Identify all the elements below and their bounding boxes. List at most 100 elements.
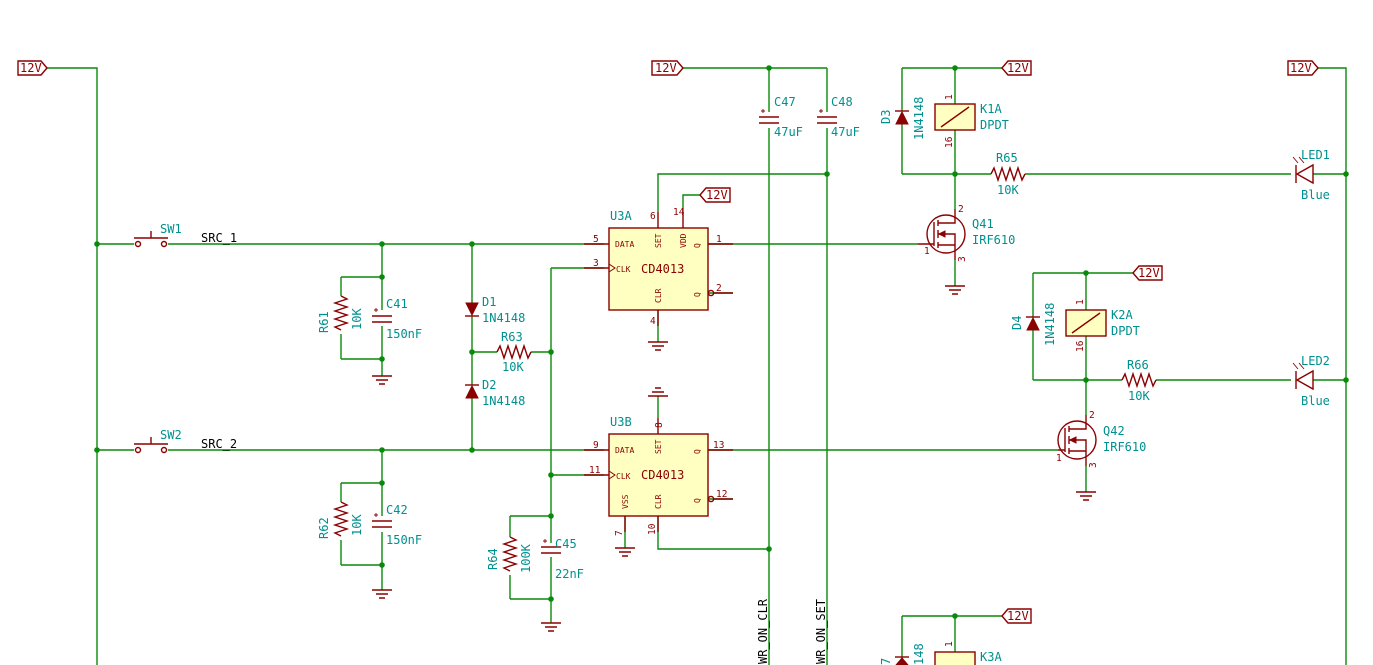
svg-text:K1A: K1A	[980, 102, 1002, 116]
svg-text:Q41: Q41	[972, 217, 994, 231]
ground-symbol	[615, 547, 635, 557]
svg-text:150nF: 150nF	[386, 327, 422, 341]
svg-text:3: 3	[593, 258, 599, 269]
svg-text:9: 9	[593, 440, 599, 451]
svg-text:1: 1	[1056, 453, 1062, 464]
svg-text:1: 1	[944, 641, 955, 647]
net-label-src2: SRC_2	[201, 437, 237, 451]
power-flag-12v: 12V	[651, 60, 684, 76]
svg-text:1N4148: 1N4148	[482, 311, 525, 325]
resistor-r63: R63 10K	[496, 330, 532, 374]
svg-text:DPDT: DPDT	[980, 118, 1009, 132]
power-flag-12v: 12V	[699, 187, 731, 203]
svg-text:47uF: 47uF	[774, 125, 803, 139]
ground-symbol	[372, 589, 392, 599]
svg-text:SET: SET	[654, 439, 663, 454]
diode-d2: D2 1N4148	[465, 378, 525, 408]
svg-text:10K: 10K	[350, 514, 364, 536]
svg-text:11: 11	[589, 465, 601, 476]
svg-text:3: 3	[1088, 462, 1099, 468]
svg-text:Blue: Blue	[1301, 394, 1330, 408]
svg-text:10K: 10K	[997, 183, 1019, 197]
svg-text:2: 2	[958, 204, 964, 215]
svg-text:U3A: U3A	[610, 209, 632, 223]
svg-text:DATA: DATA	[615, 240, 634, 249]
svg-text:3: 3	[957, 256, 968, 262]
mosfet-q42: 1 2 3 Q42 IRF610	[1056, 410, 1146, 468]
svg-text:5: 5	[593, 234, 599, 245]
svg-text:Q: Q	[693, 498, 702, 503]
power-flag-12v: 12V	[1287, 60, 1319, 76]
svg-text:Q: Q	[693, 292, 702, 297]
resistor-r61: R61 10K	[317, 295, 364, 333]
svg-text:16: 16	[944, 136, 955, 148]
ic-u3a: U3A CD4013 DATA CLK SET VDD CLR Q Q 5 3 …	[584, 207, 733, 327]
ground-symbol	[648, 341, 668, 351]
svg-text:SW1: SW1	[160, 222, 182, 236]
svg-text:R62: R62	[317, 517, 331, 539]
wires	[47, 67, 1347, 665]
svg-text:VSS: VSS	[621, 494, 630, 509]
resistor-r64: R64 100K	[486, 536, 533, 573]
svg-text:K2A: K2A	[1111, 308, 1133, 322]
svg-text:CD4013: CD4013	[641, 468, 684, 482]
power-flag-12v: 12V	[17, 60, 48, 76]
svg-text:1: 1	[716, 234, 722, 245]
capacitor-c41: C41 150nF	[372, 297, 422, 341]
svg-text:Blue: Blue	[1301, 188, 1330, 202]
svg-text:D4: D4	[1010, 316, 1024, 330]
svg-text:LED2: LED2	[1301, 354, 1330, 368]
capacitor-c47: C47 47uF	[759, 95, 803, 139]
svg-text:K3A: K3A	[980, 650, 1002, 664]
svg-text:12V: 12V	[655, 61, 677, 75]
svg-text:12V: 12V	[1007, 609, 1029, 623]
svg-text:2: 2	[1089, 410, 1095, 421]
net-label-wr-on-set: WR_ON_SET	[814, 599, 828, 664]
svg-text:CLR: CLR	[654, 288, 663, 303]
svg-text:DATA: DATA	[615, 446, 634, 455]
power-flag-12v: 12V	[1001, 60, 1032, 76]
svg-text:10K: 10K	[1128, 389, 1150, 403]
svg-text:Q: Q	[693, 243, 702, 248]
resistor-r66: R66 10K	[1121, 358, 1157, 403]
svg-text:1N4148: 1N4148	[1043, 303, 1057, 346]
diode-d3: D3 1N4148	[879, 97, 926, 140]
capacitor-c48: C48 47uF	[817, 95, 860, 139]
relay-k1a: 1 16 K1A DPDT	[934, 94, 1009, 148]
svg-text:16: 16	[1075, 340, 1086, 352]
net-label-wr-on-clr: WR_ON_CLR	[756, 598, 770, 664]
svg-text:22nF: 22nF	[555, 567, 584, 581]
power-flag-12v: 12V	[1132, 265, 1163, 281]
svg-text:D2: D2	[482, 378, 496, 392]
svg-text:6: 6	[650, 211, 656, 222]
switch-sw1: SW1	[134, 222, 182, 248]
svg-text:IRF610: IRF610	[1103, 440, 1146, 454]
power-flag-12v: 12V	[1001, 608, 1032, 624]
svg-text:D1: D1	[482, 295, 496, 309]
svg-text:Q42: Q42	[1103, 424, 1125, 438]
svg-text:1N4148: 1N4148	[482, 394, 525, 408]
svg-text:R66: R66	[1127, 358, 1149, 372]
svg-text:8: 8	[654, 422, 665, 428]
svg-text:IRF610: IRF610	[972, 233, 1015, 247]
svg-text:CLK: CLK	[616, 472, 631, 481]
svg-text:R63: R63	[501, 330, 523, 344]
svg-text:VDD: VDD	[679, 233, 688, 248]
net-label-src1: SRC_1	[201, 231, 237, 245]
svg-text:100K: 100K	[519, 543, 533, 573]
ground-symbol	[541, 622, 561, 632]
svg-text:1: 1	[924, 246, 930, 257]
svg-text:150nF: 150nF	[386, 533, 422, 547]
svg-text:C48: C48	[831, 95, 853, 109]
svg-text:R65: R65	[996, 151, 1018, 165]
junctions	[94, 65, 1349, 619]
capacitor-c45: C45 22nF	[541, 537, 584, 581]
svg-text:7: 7	[879, 658, 893, 665]
svg-text:12V: 12V	[1290, 61, 1312, 75]
switch-sw2: SW2	[134, 428, 182, 454]
svg-text:12V: 12V	[1138, 266, 1160, 280]
svg-text:47uF: 47uF	[831, 125, 860, 139]
ground-symbol	[945, 285, 965, 295]
svg-text:R61: R61	[317, 311, 331, 333]
